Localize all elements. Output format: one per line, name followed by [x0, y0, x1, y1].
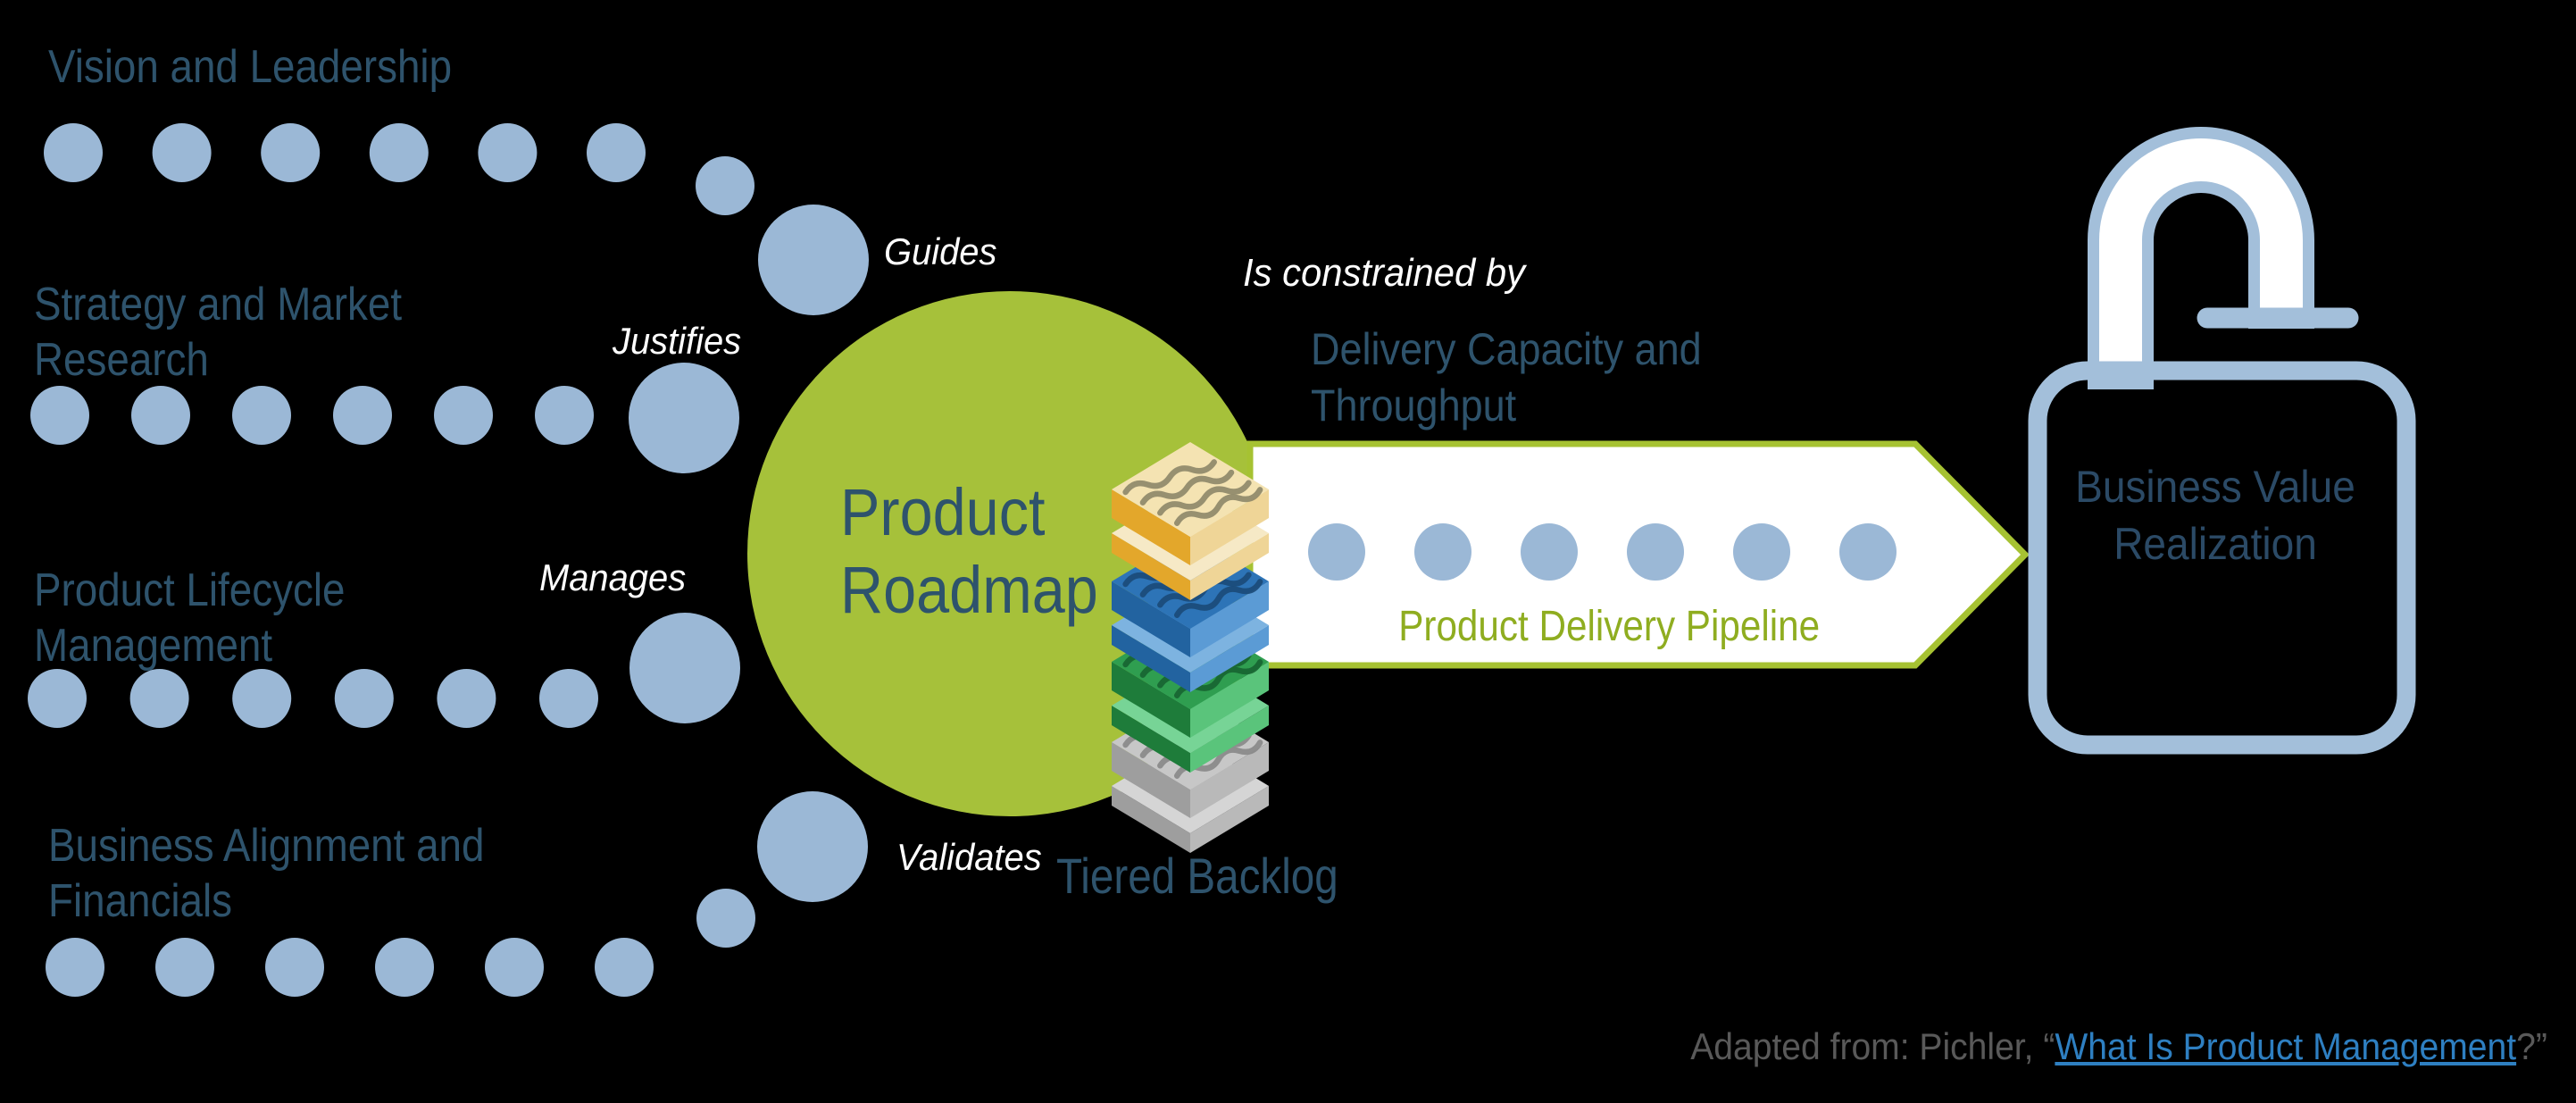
constraint-line: Throughput: [1311, 380, 1517, 430]
constraint-intro: Is constrained by: [1243, 251, 1525, 295]
verb-validates: Validates: [896, 836, 1042, 878]
pipeline-label: Product Delivery Pipeline: [1398, 603, 1821, 650]
source-label-business: Business Alignment and Financials: [48, 818, 484, 929]
flow-dots-row-3: [28, 613, 740, 728]
business-value-label: Business Value Realization: [2051, 458, 2380, 572]
source-label-line: Strategy and Market: [34, 279, 403, 330]
tiered-backlog-icon: [1112, 442, 1269, 853]
source-label-line: Financials: [48, 875, 233, 927]
attribution-suffix: ?”: [2516, 1025, 2547, 1067]
tiered-backlog-label: Tiered Backlog: [1056, 848, 1338, 904]
attribution: Adapted from: Pichler, “What Is Product …: [1690, 1025, 2547, 1068]
verb-guides: Guides: [884, 230, 997, 272]
constraint-label: Delivery Capacity and Throughput: [1311, 322, 1702, 434]
source-label-line: Business Alignment and: [48, 820, 485, 872]
product-roadmap-title: Product Roadmap: [840, 473, 1098, 629]
source-label-line: Research: [34, 334, 209, 386]
source-label-vision: Vision and Leadership: [48, 39, 452, 95]
flow-dots-row-1: [44, 123, 869, 315]
source-label-line: Management: [34, 620, 273, 672]
source-label-line: Product Lifecycle: [34, 564, 346, 616]
flow-dots-row-2: [30, 363, 739, 473]
roadmap-title-line: Product: [840, 475, 1046, 549]
source-label-line: Vision and Leadership: [48, 41, 453, 93]
lock-icon: [2028, 127, 2416, 755]
outcome-line: Business Value: [2075, 462, 2355, 512]
constraint-line: Delivery Capacity and: [1311, 324, 1702, 374]
roadmap-title-line: Roadmap: [840, 553, 1098, 627]
verb-justifies: Justifies: [613, 320, 742, 362]
verb-manages: Manages: [539, 556, 687, 598]
source-link[interactable]: What Is Product Management: [2055, 1025, 2517, 1067]
attribution-prefix: Adapted from: Pichler, “: [1690, 1025, 2055, 1067]
outcome-line: Realization: [2113, 519, 2317, 569]
pipeline-dots: [1308, 523, 1897, 581]
flow-dots-row-4: [46, 791, 868, 997]
source-label-strategy: Strategy and Market Research: [34, 277, 402, 388]
source-label-lifecycle: Product Lifecycle Management: [34, 563, 345, 673]
